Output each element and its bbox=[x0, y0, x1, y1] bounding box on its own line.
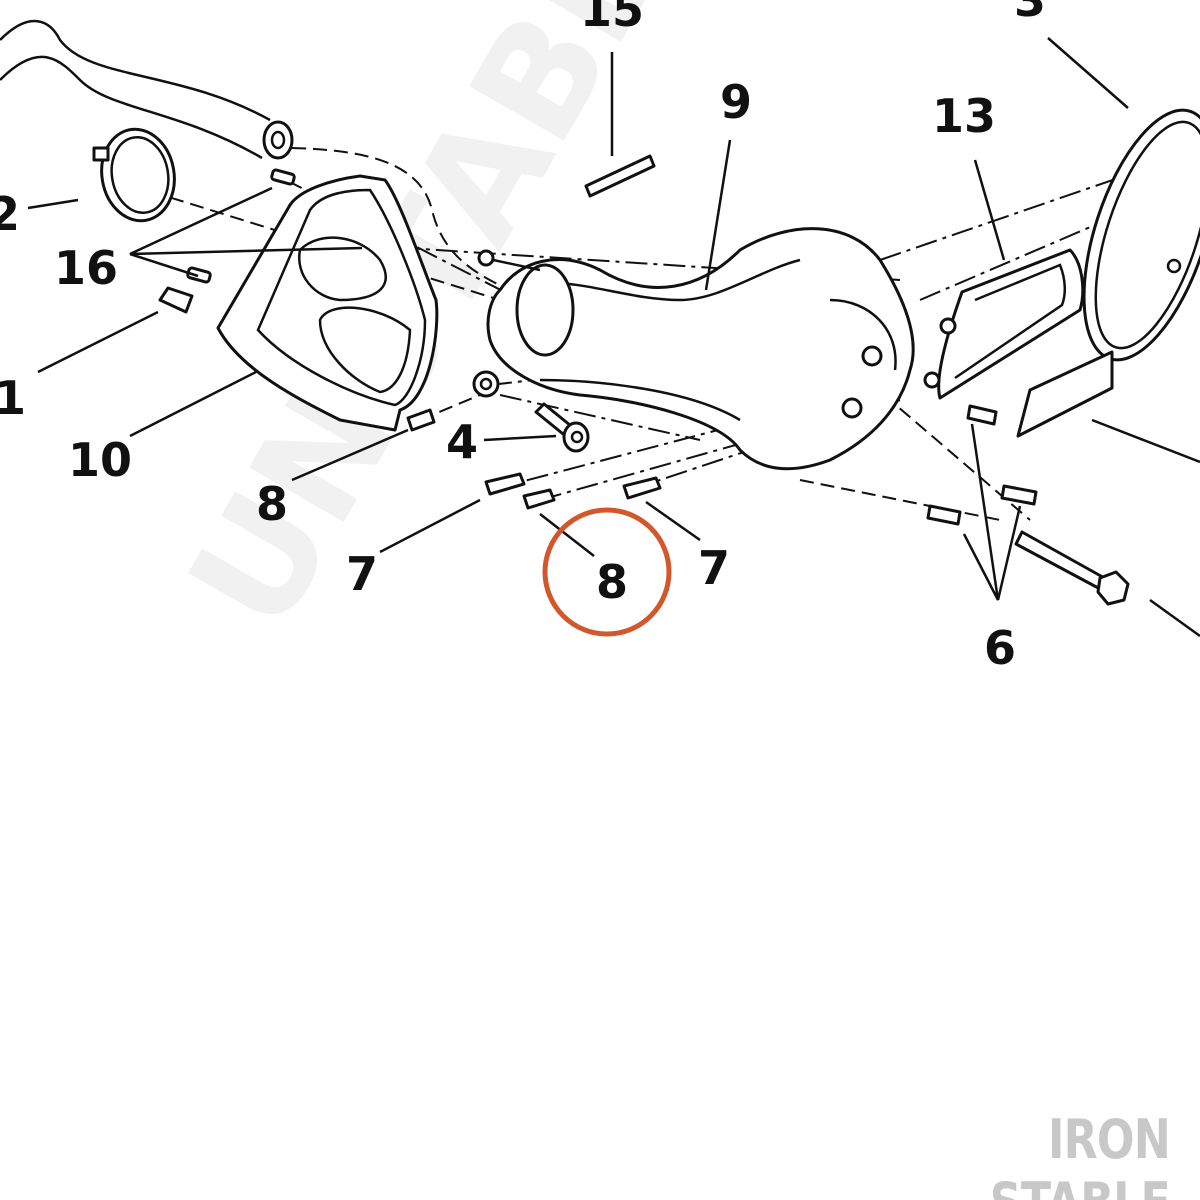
brand-logo-text: IRON STABLE bbox=[990, 1108, 1171, 1200]
callout-15: 15 bbox=[580, 0, 644, 37]
callout-3: 3 bbox=[1014, 0, 1046, 27]
gasket-plate bbox=[923, 248, 1085, 400]
oval-gasket bbox=[1016, 108, 1200, 438]
callout-labels: 15 9 13 3 2 16 1 10 4 8 7 7 6 8 bbox=[0, 0, 1046, 675]
main-housing bbox=[472, 227, 915, 471]
bolts-lower bbox=[406, 408, 662, 510]
highlight-circle bbox=[542, 507, 672, 637]
callout-1: 1 bbox=[0, 371, 26, 425]
callout-16: 16 bbox=[54, 241, 118, 295]
callout-13: 13 bbox=[932, 89, 996, 143]
bracket-plate bbox=[216, 174, 439, 432]
callout-10: 10 bbox=[68, 433, 132, 487]
strip-part bbox=[584, 154, 656, 198]
clamp-ring bbox=[92, 127, 176, 223]
leader-lines bbox=[27, 37, 1200, 638]
callout-2: 2 bbox=[0, 187, 20, 241]
callout-8-upper: 8 bbox=[256, 477, 288, 531]
callout-7-left: 7 bbox=[346, 547, 378, 601]
callout-8-highlighted: 8 bbox=[596, 555, 628, 609]
callout-6: 6 bbox=[984, 621, 1016, 675]
hose bbox=[0, 20, 294, 160]
bolts-right bbox=[926, 404, 1130, 606]
callout-4: 4 bbox=[446, 415, 478, 469]
callout-7-right: 7 bbox=[698, 541, 730, 595]
stud-bolt bbox=[534, 402, 590, 453]
callout-9: 9 bbox=[720, 75, 752, 129]
small-block bbox=[158, 286, 194, 314]
